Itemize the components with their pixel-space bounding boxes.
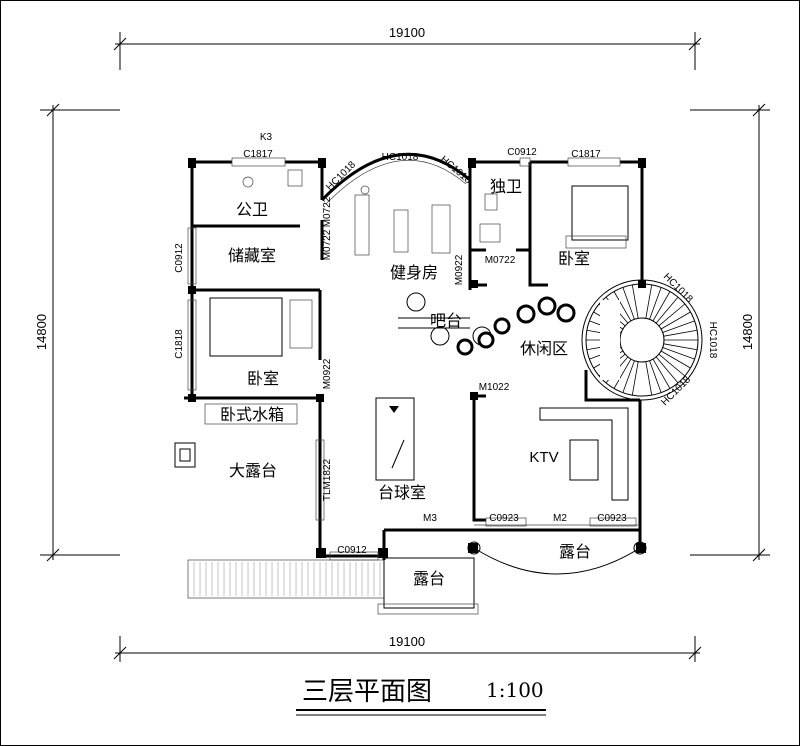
code-m1022: M1022 (479, 382, 510, 393)
room-bedroom-ne: 卧室 (558, 249, 590, 268)
room-billiards: 台球室 (378, 483, 426, 502)
stair-tread (652, 358, 671, 389)
stair-tread (645, 361, 653, 396)
opening-codes: K3 C1817 HC1018 HC1018 HC1018 C0912 C181… (174, 132, 718, 556)
room-storage: 储藏室 (228, 246, 276, 265)
stair-tread (613, 358, 632, 389)
dimension-right: 14800 (690, 103, 770, 562)
room-water-tank: 卧式水箱 (220, 405, 284, 424)
ktv-furniture (539, 407, 629, 501)
room-terrace-s: 露台 (413, 569, 445, 588)
code-c0912-b: C0912 (174, 243, 185, 273)
code-m2: M2 (553, 513, 567, 524)
room-labels: 公卫 储藏室 健身房 独卫 卧室 吧台 休闲区 卧室 卧式水箱 大露台 台球室 … (220, 177, 591, 588)
code-c1817-a: C1817 (243, 149, 273, 160)
room-gym: 健身房 (390, 263, 438, 282)
stair-tread (631, 361, 639, 396)
stair-tread (662, 320, 695, 333)
code-hc1018-a: HC1018 (382, 152, 419, 163)
stair-tread (645, 284, 653, 319)
code-m0922-b: M0922 (322, 358, 333, 389)
code-m3: M3 (423, 513, 437, 524)
stair-tread (622, 287, 635, 320)
stair-tread (655, 296, 679, 324)
dimension-bottom: 19100 (113, 634, 702, 662)
water-tank-shape (204, 403, 298, 425)
room-terrace-se: 露台 (559, 542, 591, 561)
bedroom-bed-west (209, 297, 313, 357)
code-hc1018-d: HC1018 (661, 271, 695, 305)
room-lounge: 休闲区 (520, 339, 568, 358)
code-m0722-b: M0722 (322, 229, 333, 260)
stair-tread (658, 353, 686, 377)
code-k3: K3 (260, 132, 273, 143)
code-hc1018-e: HC1018 (707, 322, 718, 359)
code-hc1018-b: HC1018 (324, 159, 358, 193)
code-c0923-a: C0923 (489, 513, 519, 524)
code-c1817-b: C1817 (571, 149, 601, 160)
dimension-top: 19100 (113, 25, 702, 70)
code-c0912-a: C0912 (507, 147, 537, 158)
billiards-table (375, 397, 415, 481)
lounge-seats (456, 296, 576, 356)
stair-tread (660, 311, 691, 330)
se-terrace-arc (473, 547, 641, 575)
stair-tread (663, 329, 698, 337)
drawing-title: 三层平面图 1:100 (296, 677, 546, 716)
code-c0912-c: C0912 (337, 545, 367, 556)
dimension-right-label: 14800 (740, 314, 755, 350)
spiral-staircase (581, 279, 703, 401)
bedroom-bed-east (565, 185, 629, 249)
room-big-terrace: 大露台 (229, 461, 277, 480)
stair-tread (655, 356, 679, 384)
windows (187, 157, 637, 561)
stair-tread (662, 347, 695, 360)
terrace-paving (187, 559, 385, 599)
room-ktv: KTV (529, 449, 558, 466)
stair-tread (649, 287, 662, 320)
code-m0722-c: M0722 (485, 255, 516, 266)
room-bedroom-w: 卧室 (247, 369, 279, 388)
stair-tread (622, 360, 635, 393)
terrace-drain (174, 442, 196, 468)
stair-tread (658, 303, 686, 327)
code-c0923-b: C0923 (597, 513, 627, 524)
room-public-bath: 公卫 (236, 200, 268, 219)
room-private-bath: 独卫 (490, 177, 522, 196)
dimension-top-label: 19100 (389, 25, 425, 40)
title-scale: 1:100 (486, 678, 544, 702)
se-terrace-post-east (633, 541, 647, 555)
dimension-left-label: 14800 (34, 314, 49, 350)
title-text: 三层平面图 (302, 677, 432, 707)
se-terrace-post-west (467, 541, 481, 555)
south-terrace (377, 557, 479, 615)
code-m0922-a: M0922 (454, 254, 465, 285)
stair-tread (663, 343, 698, 351)
code-m0722-a: M0722 (322, 196, 333, 227)
dimension-bottom-label: 19100 (389, 634, 425, 649)
stair-tread (652, 291, 671, 322)
bath-fixtures (242, 169, 501, 243)
code-c1818: C1818 (174, 329, 185, 359)
code-tlm1822: TLM1822 (322, 458, 333, 501)
stair-tread (660, 350, 691, 369)
stair-tread (613, 291, 632, 322)
gym-equipment (354, 185, 451, 256)
stair-tread (631, 284, 639, 319)
dimension-left: 14800 (34, 103, 120, 562)
room-bar: 吧台 (430, 311, 462, 330)
stair-tread (649, 360, 662, 393)
